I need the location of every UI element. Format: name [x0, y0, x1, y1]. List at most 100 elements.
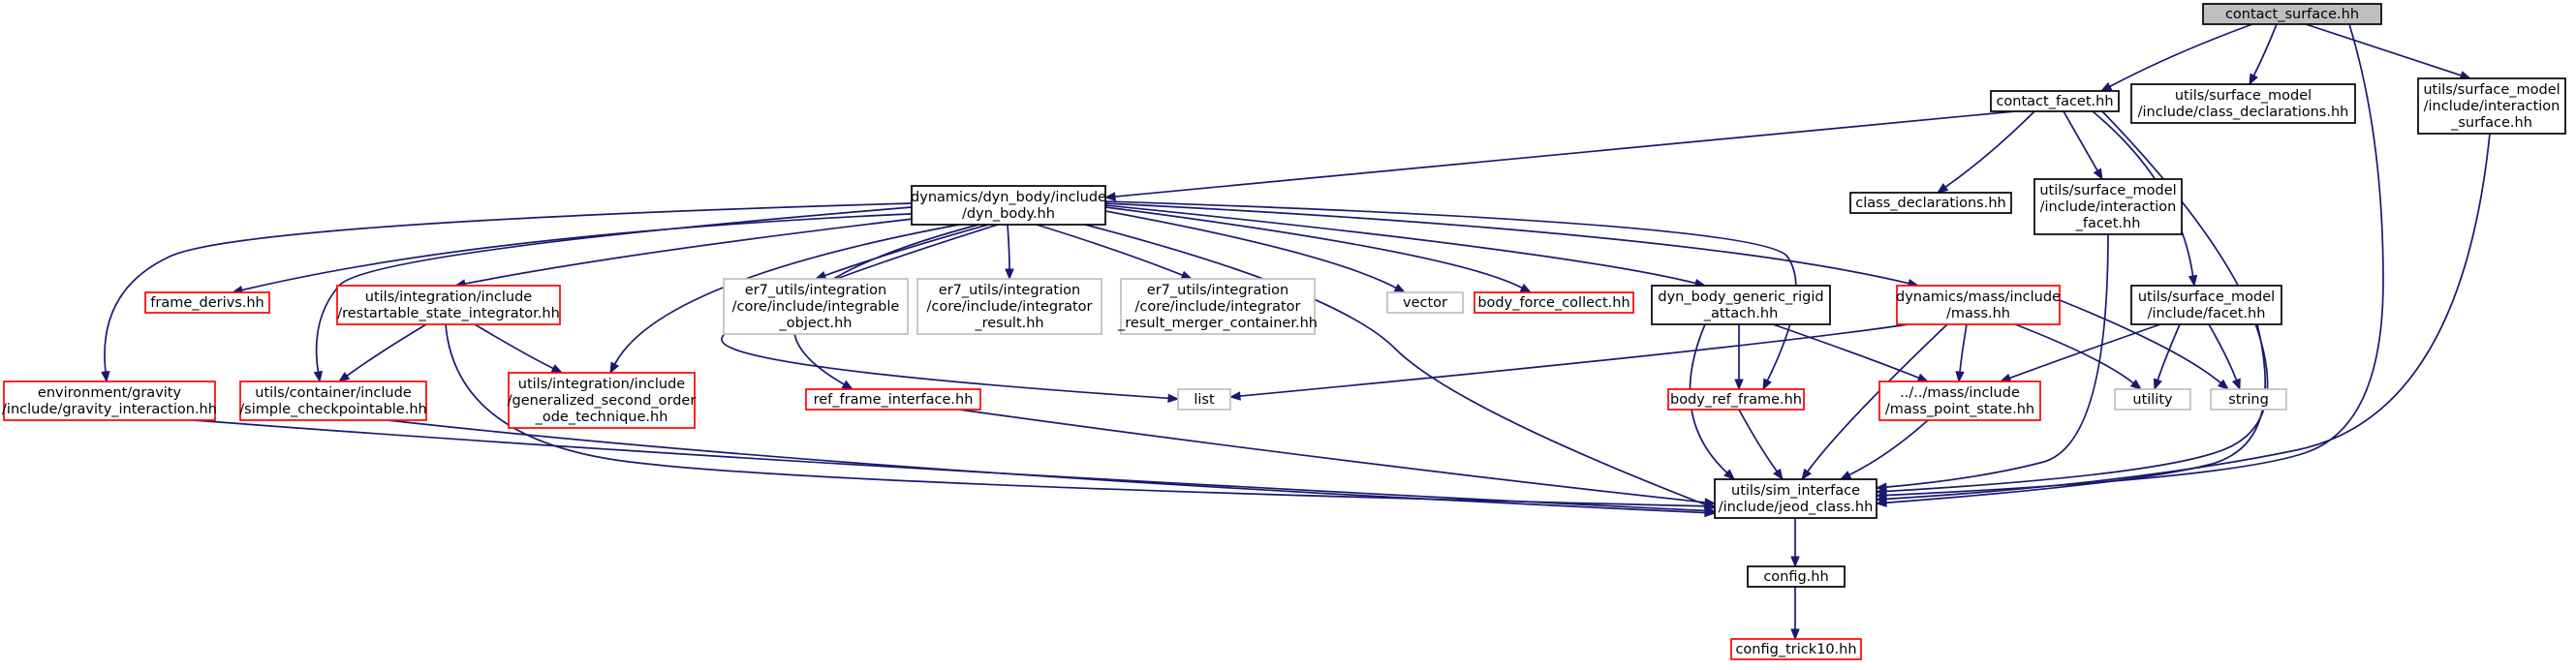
- node-box: [1177, 388, 1231, 411]
- node-label-line: environment/gravity: [38, 385, 182, 401]
- node-sm-class-declarations[interactable]: utils/surface_model/include/class_declar…: [2130, 83, 2356, 124]
- edge-line: [387, 419, 1706, 514]
- node-label-line: /core/include/integrable: [732, 299, 900, 315]
- edge-simple_checkpointable-to-jeod_class: [387, 419, 1717, 518]
- node-utility: utility: [2114, 388, 2191, 411]
- edge-restartable_state_integrator-to-simple_checkpointable: [337, 323, 427, 382]
- arrowhead-icon: [1801, 468, 1813, 481]
- node-integrable-object: er7_utils/integration/core/include/integ…: [723, 278, 909, 335]
- node-label-line: ref_frame_interface.hh: [814, 392, 974, 408]
- edge-mass-to-mass_point_state: [1955, 323, 1968, 383]
- node-jeod-class[interactable]: utils/sim_interface/include/jeod_class.h…: [1714, 478, 1878, 519]
- node-body-ref-frame[interactable]: body_ref_frame.hh: [1667, 388, 1805, 411]
- node-config[interactable]: config.hh: [1747, 565, 1846, 588]
- node-dyn-body[interactable]: dynamics/dyn_body/include/dyn_body.hh: [911, 185, 1106, 226]
- node-body-force-collect[interactable]: body_force_collect.hh: [1474, 291, 1634, 314]
- node-label-line: dynamics/mass/include: [1896, 289, 2061, 305]
- node-frame-derivs[interactable]: frame_derivs.hh: [144, 291, 270, 314]
- node-label-line: /include/interaction: [2040, 199, 2177, 215]
- arrowhead-icon: [1955, 371, 1965, 383]
- edge-line: [824, 224, 989, 277]
- arrowhead-icon: [1393, 283, 1407, 293]
- edge-line: [474, 323, 554, 370]
- node-config-trick10[interactable]: config_trick10.hh: [1730, 638, 1862, 660]
- node-label-line: dynamics/dyn_body/include: [911, 190, 1106, 205]
- node-contact-facet[interactable]: contact_facet.hh: [1990, 90, 2120, 112]
- node-box: [1849, 192, 2012, 214]
- arrowhead-icon: [2231, 378, 2241, 391]
- node-label-line: /include/jeod_class.hh: [1719, 500, 1874, 515]
- arrowhead-icon: [1704, 507, 1717, 518]
- edge-line: [241, 212, 931, 291]
- node-class-declarations[interactable]: class_declarations.hh: [1849, 192, 2012, 214]
- node-label-line: _surface.hh: [2450, 115, 2532, 131]
- edge-sm_facet-to-string: [2208, 323, 2241, 391]
- edge-line: [1104, 204, 1696, 285]
- node-label-line: utils/surface_model: [2138, 289, 2275, 305]
- edge-mass-to-list: [1228, 323, 1909, 401]
- node-label-line: /mass.hh: [1946, 306, 2010, 321]
- edge-config-to-config_trick10: [1790, 587, 1800, 641]
- node-sm-facet[interactable]: utils/surface_model/include/facet.hh: [2130, 285, 2282, 325]
- node-box: [144, 291, 270, 314]
- edge-line: [1848, 419, 1929, 476]
- node-restartable-state-integrator[interactable]: utils/integration/include/restartable_st…: [336, 285, 561, 325]
- node-contact-surface[interactable]: contact_surface.hh: [2202, 3, 2382, 25]
- node-box: [2114, 388, 2191, 411]
- edge-line: [346, 323, 427, 377]
- arrowhead-icon: [550, 364, 564, 374]
- node-box: [2033, 178, 2183, 235]
- node-vector: vector: [1386, 291, 1464, 314]
- arrowhead-icon: [1103, 192, 1116, 201]
- edge-body_ref_frame-to-jeod_class: [1738, 409, 1784, 481]
- edge-contact_surface-to-contact_facet: [2099, 23, 2253, 92]
- node-box: [2417, 77, 2566, 135]
- edge-line: [2063, 110, 2098, 171]
- node-box: [2210, 388, 2287, 411]
- node-box: [723, 278, 909, 335]
- edge-line: [1885, 233, 2109, 488]
- node-sm-interaction-surface[interactable]: utils/surface_model/include/interaction_…: [2417, 77, 2566, 135]
- edge-dyn_body-to-gravity_interaction: [101, 202, 913, 383]
- edge-line: [1007, 224, 1010, 270]
- node-box: [2130, 83, 2356, 124]
- node-label-line: er7_utils/integration: [745, 283, 886, 298]
- edge-contact_facet-to-sm_interaction_facet: [2063, 110, 2103, 181]
- node-label-line: /core/include/integrator: [927, 299, 1093, 315]
- node-mass[interactable]: dynamics/mass/include/mass.hh: [1896, 285, 2061, 325]
- node-label-line: frame_derivs.hh: [150, 295, 264, 311]
- edge-line: [2109, 23, 2253, 88]
- node-label-line: _attach.hh: [1703, 306, 1779, 321]
- edge-ref_frame_interface-to-jeod_class: [958, 409, 1717, 507]
- node-label-line: _ode_technique.hh: [535, 410, 668, 425]
- edge-dyn_body-to-jeod_class: [1084, 224, 1717, 509]
- node-box: [1714, 478, 1878, 519]
- node-label-line: class_declarations.hh: [1855, 196, 2005, 211]
- edge-sm_interaction_facet-to-jeod_class: [1875, 233, 2109, 492]
- edge-line: [1239, 323, 1909, 397]
- edge-line: [1104, 202, 1909, 285]
- node-ref-frame-interface[interactable]: ref_frame_interface.hh: [805, 388, 981, 411]
- edge-line: [2252, 23, 2278, 76]
- node-sm-interaction-facet[interactable]: utils/surface_model/include/interaction_…: [2033, 178, 2183, 235]
- node-box: [239, 381, 427, 421]
- arrowhead-icon: [1762, 378, 1772, 391]
- node-generalized-second-order[interactable]: utils/integration/include/generalized_se…: [508, 372, 697, 429]
- node-label-line: dyn_body_generic_rigid: [1658, 289, 1823, 305]
- arrowhead-icon: [1180, 270, 1194, 280]
- arrowhead-icon: [1228, 391, 1241, 401]
- node-integrator-result-merger: er7_utils/integration/core/include/integ…: [1117, 278, 1318, 335]
- edge-line: [1104, 206, 1523, 289]
- edge-line: [193, 419, 1706, 512]
- arrowhead-icon: [2249, 73, 2258, 86]
- node-label-line: _result_merger_container.hh: [1117, 316, 1318, 331]
- node-gravity-interaction[interactable]: environment/gravity/include/gravity_inte…: [2, 381, 217, 421]
- node-mass-point-state[interactable]: ../../mass/include/mass_point_state.hh: [1878, 381, 2041, 421]
- edge-line: [1885, 133, 2491, 501]
- node-label-line: /simple_checkpointable.hh: [239, 402, 426, 417]
- node-dyn-body-generic-rigid-attach[interactable]: dyn_body_generic_rigid_attach.hh: [1651, 285, 1831, 325]
- node-simple-checkpointable[interactable]: utils/container/include/simple_checkpoin…: [239, 381, 427, 421]
- edge-dyn_body-to-integrator_result: [1005, 224, 1014, 281]
- edge-gravity_interaction-to-jeod_class: [193, 419, 1717, 516]
